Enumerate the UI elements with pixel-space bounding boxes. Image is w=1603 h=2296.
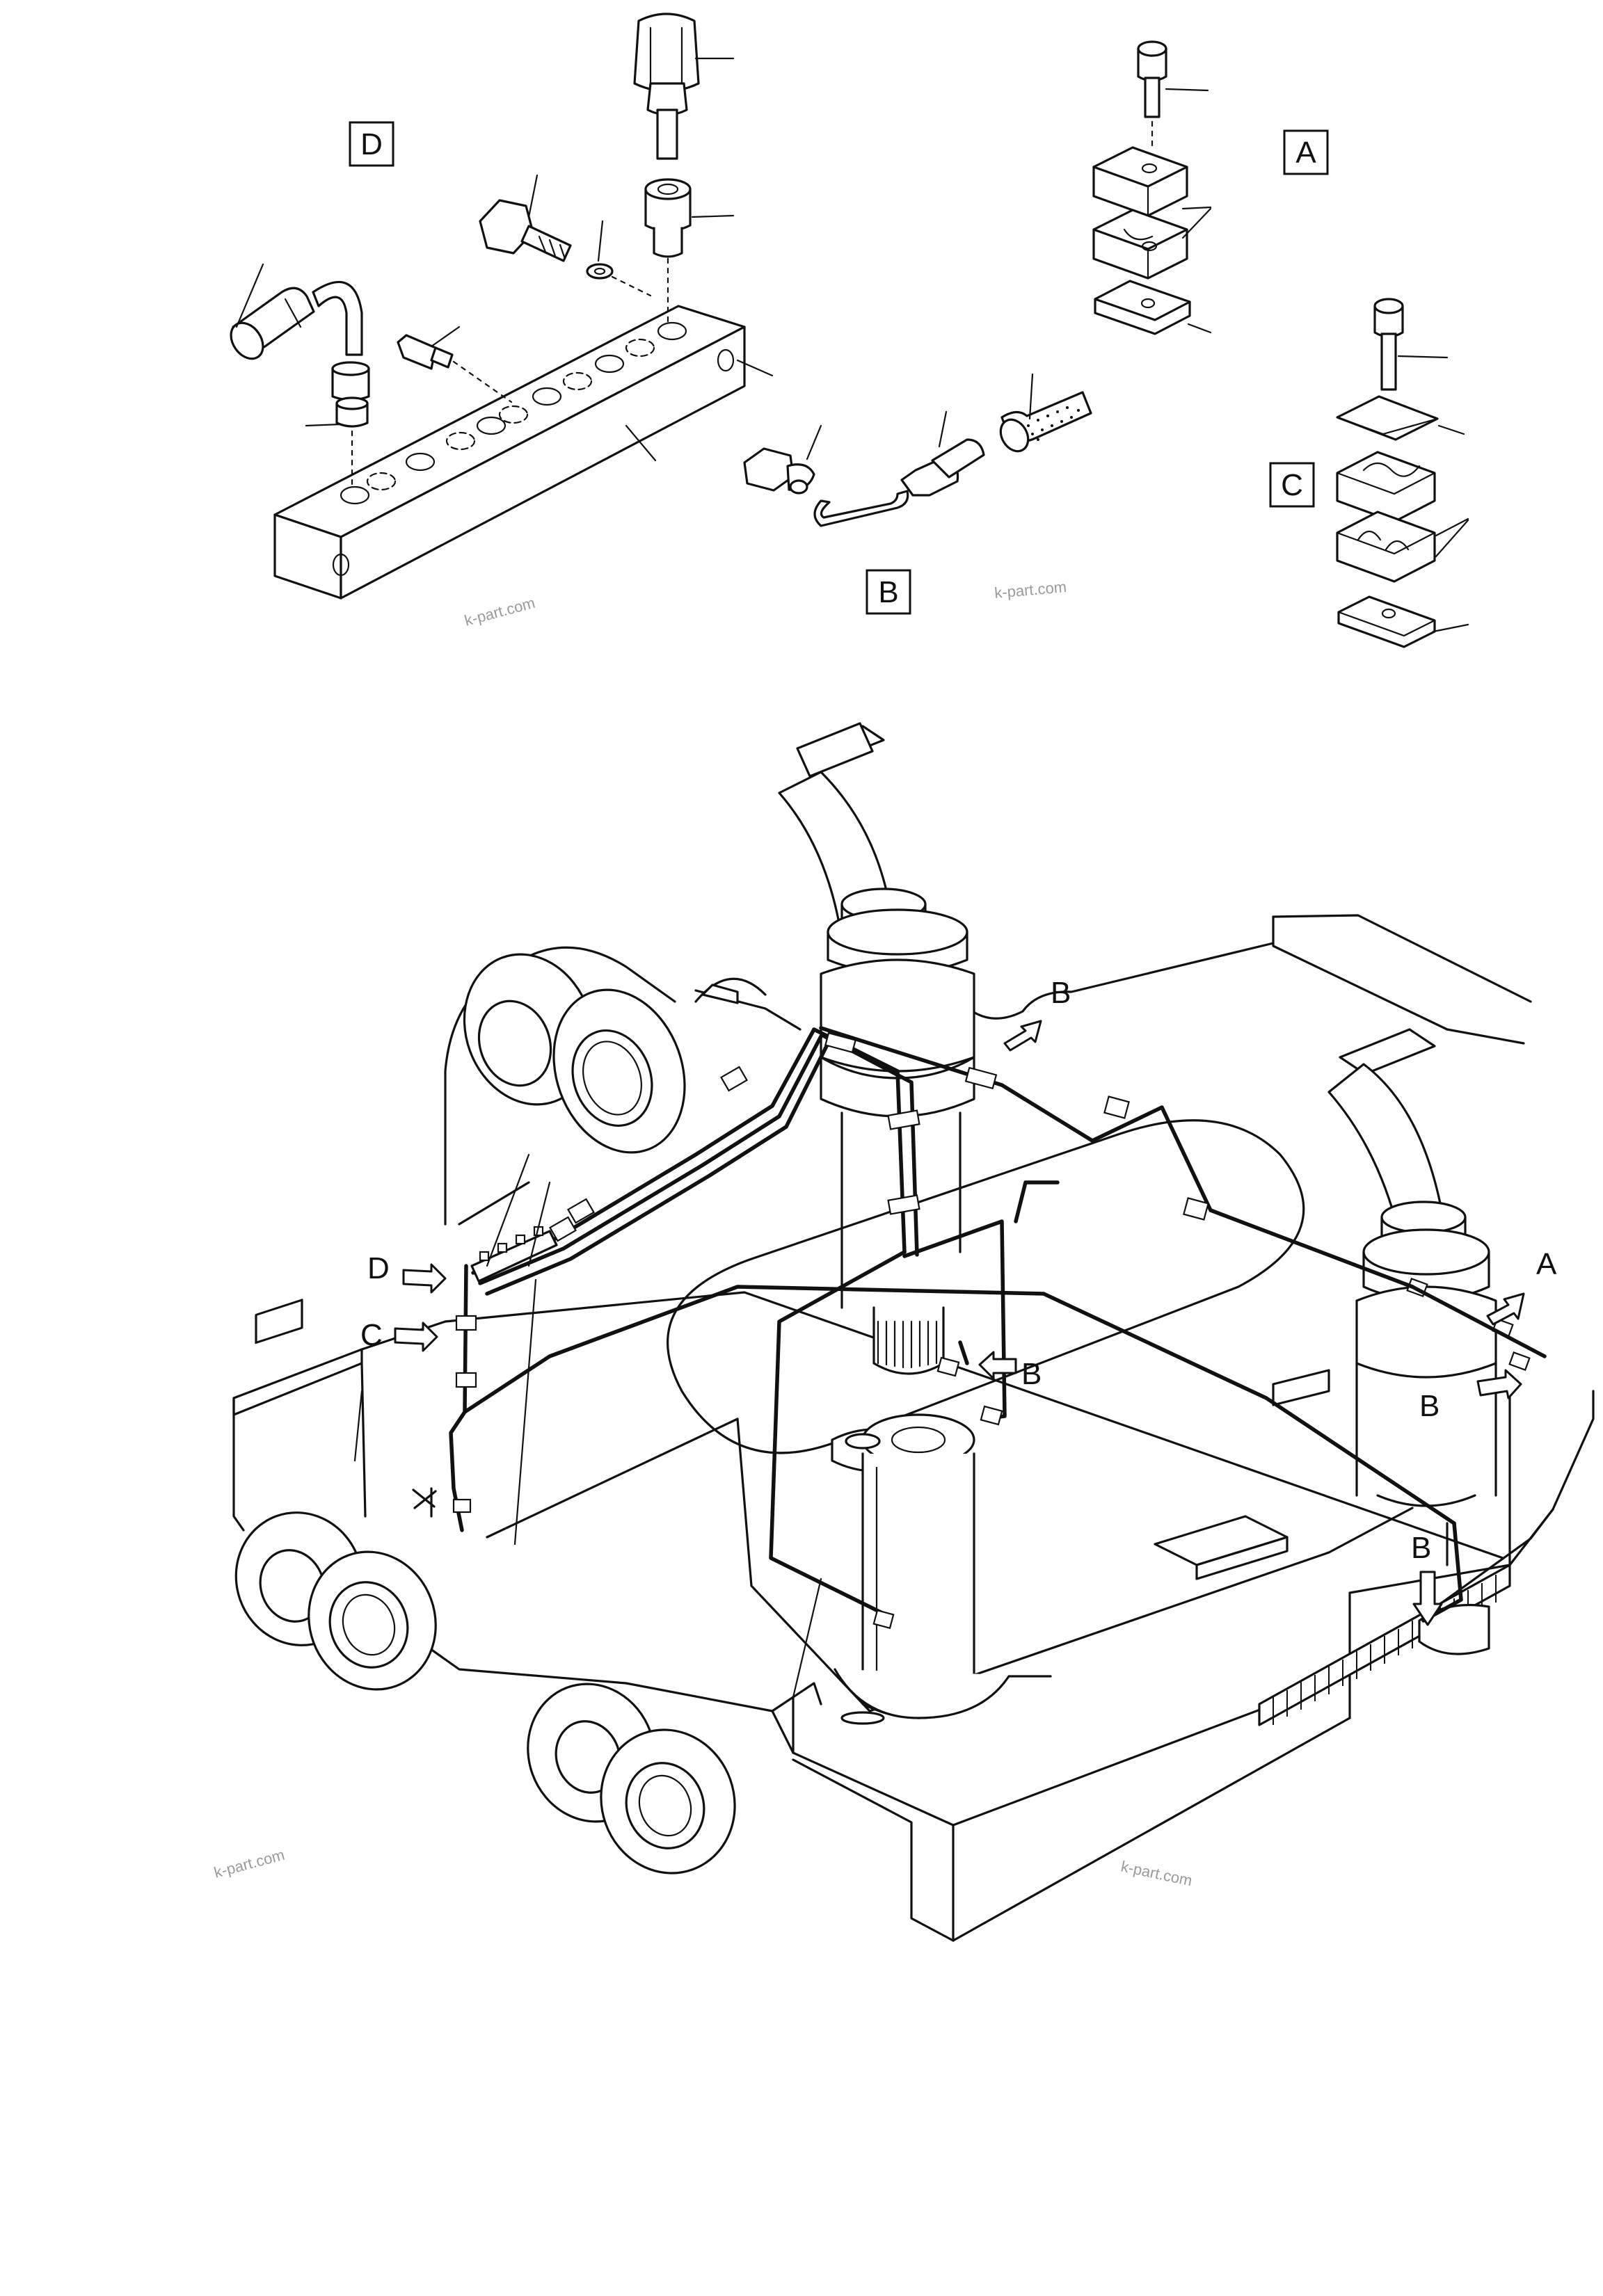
center-cylinder — [778, 722, 975, 1309]
watermark: k-part.com — [463, 594, 537, 629]
callout-b: B — [1051, 976, 1071, 1010]
detail-b-hose: B — [743, 373, 1092, 615]
rack-gear — [1258, 1564, 1511, 1726]
detail-a-label: A — [1295, 136, 1316, 170]
lower-left-wheels — [234, 1511, 736, 1874]
callout-a: A — [1536, 1247, 1557, 1281]
arrow-icon — [1476, 1369, 1522, 1399]
detail-a-label-box — [1283, 129, 1329, 175]
callout-b: B — [1411, 1531, 1431, 1565]
main-assembly: B D C A B B B — [232, 722, 1595, 1942]
grease-lines — [412, 1026, 1547, 1630]
detail-b-label: B — [878, 575, 898, 609]
arrow-icon — [978, 1351, 1017, 1380]
arrow-icon — [394, 1322, 438, 1352]
callout-d: D — [367, 1251, 390, 1285]
watermark: k-part.com — [212, 1846, 287, 1881]
detail-b-label-box — [866, 569, 911, 615]
detail-d-label-box — [349, 121, 394, 167]
arrow-icon — [1412, 1571, 1443, 1626]
detail-c-label-box — [1269, 462, 1315, 508]
hose-braid — [1027, 406, 1080, 441]
vent-plug — [397, 326, 513, 403]
detail-c-label: C — [1281, 468, 1303, 502]
callout-b: B — [1021, 1357, 1042, 1391]
banjo-bolt — [479, 174, 652, 297]
leader-lines — [353, 1153, 822, 1699]
main-frame — [232, 914, 1595, 1942]
center-gear-teeth — [877, 1320, 938, 1369]
top-fitting — [633, 13, 735, 328]
arrow-icon — [1486, 1292, 1525, 1326]
callout-arrows: B D C A B B B — [360, 976, 1557, 1626]
center-slew-unit — [831, 1306, 1052, 1725]
upper-left-wheels — [444, 946, 802, 1226]
distribution-block — [273, 305, 774, 600]
callout-b: B — [1419, 1389, 1439, 1423]
watermark: k-part.com — [1119, 1857, 1194, 1889]
callout-c: C — [360, 1318, 383, 1352]
right-cylinder — [1327, 1028, 1531, 1507]
watermark: k-part.com — [994, 578, 1067, 602]
arrow-icon — [402, 1263, 447, 1294]
detail-d-label: D — [360, 127, 383, 161]
arrow-icon — [1003, 1020, 1042, 1052]
elbow-fitting — [230, 263, 370, 488]
detail-c-clamp: C — [1269, 298, 1469, 648]
detail-d-distribution-block: D — [230, 13, 774, 600]
detail-a-clamp: A — [1092, 40, 1329, 335]
